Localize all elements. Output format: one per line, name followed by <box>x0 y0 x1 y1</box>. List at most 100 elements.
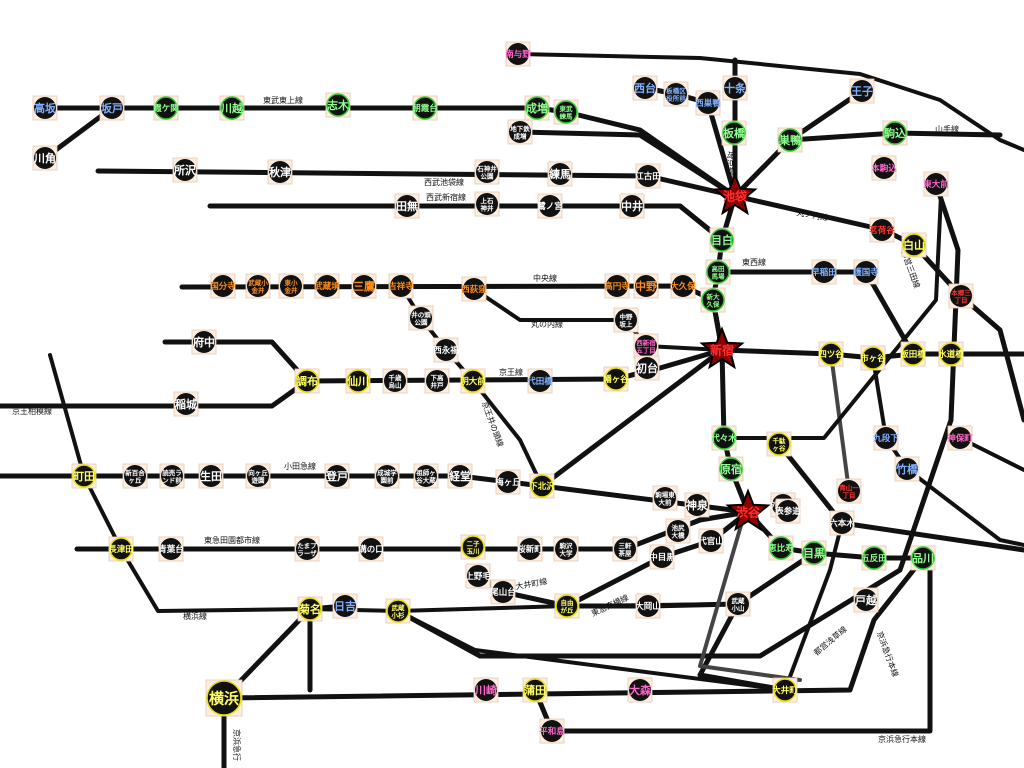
station-togoshi[interactable]: 戸越 <box>853 587 879 613</box>
station-chitose-karasuyama[interactable]: 千歳烏山 <box>382 368 408 394</box>
station-yoyogi-uehara[interactable]: 代田橋 <box>526 368 553 394</box>
station-sengawa[interactable]: 仙川 <box>345 368 371 394</box>
station-shimokitazawa[interactable]: 下北沢 <box>529 473 555 499</box>
station-ookayama[interactable]: 大岡山 <box>635 593 661 619</box>
station-saginomiya[interactable]: 鷺ノ宮 <box>537 193 563 219</box>
station-narimasu[interactable]: 成増 <box>524 95 550 121</box>
station-myogadani[interactable]: 茗荷谷 <box>869 217 895 243</box>
station-soshigaya-okura[interactable]: 祖師ヶ谷大蔵 <box>413 463 439 489</box>
station-akitsu[interactable]: 秋津 <box>267 159 293 185</box>
station-takebashi[interactable]: 竹橋 <box>894 456 920 482</box>
station-iidabashi[interactable]: 飯田橋 <box>899 341 926 367</box>
station-nakameguro[interactable]: 中目黒 <box>649 544 675 570</box>
station-kikuna[interactable]: 菊名 <box>297 596 323 622</box>
station-itabashi-kuyakusho[interactable]: 板橋区役所前 <box>663 81 689 107</box>
station-nakano[interactable]: 中野 <box>633 273 659 299</box>
station-sugamo[interactable]: 巣鴨 <box>777 127 803 153</box>
station-kamata[interactable]: 蒲田 <box>522 677 548 703</box>
station-hakusan[interactable]: 白山 <box>901 232 927 258</box>
station-musashi-kosugi[interactable]: 武蔵小杉 <box>385 598 411 624</box>
station-kami-shakujii[interactable]: 上石神井 <box>474 191 500 217</box>
station-kyodo[interactable]: 経堂 <box>447 463 473 489</box>
station-sendagaya[interactable]: 千駄ヶ谷 <box>766 431 792 457</box>
station-ekoda[interactable]: 江古田 <box>635 163 661 189</box>
station-tanashi[interactable]: 田無 <box>394 193 420 219</box>
station-sakura-shimmachi[interactable]: 桜新町 <box>517 536 543 562</box>
station-kawakado[interactable]: 川角 <box>32 145 58 171</box>
station-nishidai[interactable]: 西台 <box>632 75 658 101</box>
station-machida[interactable]: 町田 <box>71 463 97 489</box>
station-gotanda[interactable]: 五反田 <box>861 545 887 571</box>
station-tokorozawa[interactable]: 所沢 <box>172 157 198 183</box>
station-inokashira-koen[interactable]: 井の頭公園 <box>408 305 434 331</box>
station-okubo[interactable]: 大久保 <box>670 273 696 299</box>
station-yokohama-st[interactable]: 横浜 <box>205 679 243 717</box>
station-hatsudai[interactable]: 初台 <box>634 355 660 381</box>
station-roppongi[interactable]: 六本木 <box>829 510 855 536</box>
station-hiyoshi[interactable]: 日吉 <box>332 593 358 619</box>
station-tama-plaza[interactable]: たまプラーザ <box>294 536 320 562</box>
station-nishi-sugamo[interactable]: 西巣鴨 <box>695 90 721 116</box>
station-jujo[interactable]: 十条 <box>722 75 748 101</box>
station-daikanyama[interactable]: 代官山 <box>697 528 724 554</box>
station-mukogaoka-yuen[interactable]: 向ヶ丘遊園 <box>245 463 271 489</box>
station-mizonokuchi[interactable]: 溝の口 <box>358 536 384 562</box>
station-sangenjaya[interactable]: 三軒茶屋 <box>612 536 638 562</box>
station-omotesando[interactable]: 表参道 <box>774 498 801 524</box>
station-jimbocho[interactable]: 神保町 <box>947 425 973 451</box>
station-musashi-koyama[interactable]: 武蔵小山 <box>725 591 751 617</box>
station-shin-yurigaoka[interactable]: 新百合ヶ丘 <box>122 463 148 489</box>
station-koenji[interactable]: 高円寺 <box>604 273 630 299</box>
station-kichijoji[interactable]: 吉祥寺 <box>388 273 414 299</box>
station-yotsuya[interactable]: 四ツ谷 <box>818 341 844 367</box>
station-gokokuji[interactable]: 護国寺 <box>853 259 879 285</box>
station-suidobashi[interactable]: 水道橋 <box>937 341 964 367</box>
station-asakadai[interactable]: 朝霞台 <box>412 95 438 121</box>
station-fuchu[interactable]: 府中 <box>191 329 217 355</box>
station-nishi-eifuku[interactable]: 西永福 <box>433 337 459 363</box>
station-futako-tamagawa[interactable]: 二子玉川 <box>460 534 486 560</box>
station-higashi-koganei[interactable]: 東小金井 <box>278 273 304 299</box>
station-kawagoe[interactable]: 川越 <box>219 95 245 121</box>
station-shiki[interactable]: 志木 <box>325 92 351 118</box>
station-ikejiri-ohashi[interactable]: 池尻大橋 <box>665 518 691 544</box>
station-meguro[interactable]: 目黒 <box>801 540 827 566</box>
station-komaba-todaimae[interactable]: 駒場東大前 <box>652 485 678 511</box>
station-kawasaki[interactable]: 川崎 <box>473 677 499 703</box>
station-minami-yono[interactable]: 南与野 <box>505 41 531 67</box>
station-nakai[interactable]: 中井 <box>619 193 645 219</box>
station-noborito[interactable]: 登戸 <box>324 463 350 489</box>
station-seijo-gakuen[interactable]: 成城学園前 <box>374 463 400 489</box>
station-ebisu[interactable]: 恵比寿 <box>768 535 794 561</box>
station-hatagaya[interactable]: 幡ヶ谷 <box>603 366 629 392</box>
station-mitaka[interactable]: 三鷹 <box>351 273 377 299</box>
station-kokubunji[interactable]: 国分寺 <box>210 273 236 299</box>
station-hon-komagome[interactable]: 本駒込 <box>871 155 897 181</box>
station-umegaoka[interactable]: 梅ヶ丘 <box>495 469 521 495</box>
station-takadanobaba[interactable]: 高田馬場 <box>705 259 731 285</box>
station-harajuku[interactable]: 原宿 <box>718 456 744 482</box>
station-nakano-sakaue[interactable]: 中野坂上 <box>613 307 639 333</box>
station-heiwajima[interactable]: 平和島 <box>539 718 565 744</box>
station-musashi-sakai[interactable]: 武蔵境 <box>314 273 340 299</box>
station-komazawa-daigaku[interactable]: 駒沢大学 <box>553 536 579 562</box>
station-aobadai[interactable]: 青葉台 <box>158 536 184 562</box>
station-waseda[interactable]: 早稲田 <box>811 259 837 285</box>
station-kaminoge[interactable]: 上野毛 <box>465 563 491 589</box>
station-shakujii-koen[interactable]: 石神井公園 <box>474 159 500 185</box>
station-omori[interactable]: 大森 <box>627 677 653 703</box>
station-oyamadai[interactable]: 尾山台 <box>489 579 516 605</box>
station-chofu[interactable]: 調布 <box>294 368 320 394</box>
station-mejiro[interactable]: 目白 <box>709 227 735 253</box>
station-tobu-nerima[interactable]: 東武練馬 <box>553 99 579 125</box>
station-todaimae[interactable]: 東大前 <box>923 171 949 197</box>
station-nerima[interactable]: 練馬 <box>547 161 573 187</box>
station-shimo-takaido[interactable]: 下高井戸 <box>424 368 450 394</box>
station-ikebukuro[interactable]: 池袋 <box>712 172 758 216</box>
station-nagatsuta[interactable]: 長津田 <box>108 536 134 562</box>
station-kudanshita[interactable]: 九段下 <box>872 425 899 451</box>
station-itabashi[interactable]: 板橋 <box>721 120 747 146</box>
station-takasaka[interactable]: 高坂 <box>32 95 58 121</box>
station-oji[interactable]: 王子 <box>849 78 875 104</box>
station-nishi-ogikubo[interactable]: 西荻窪 <box>461 276 487 302</box>
